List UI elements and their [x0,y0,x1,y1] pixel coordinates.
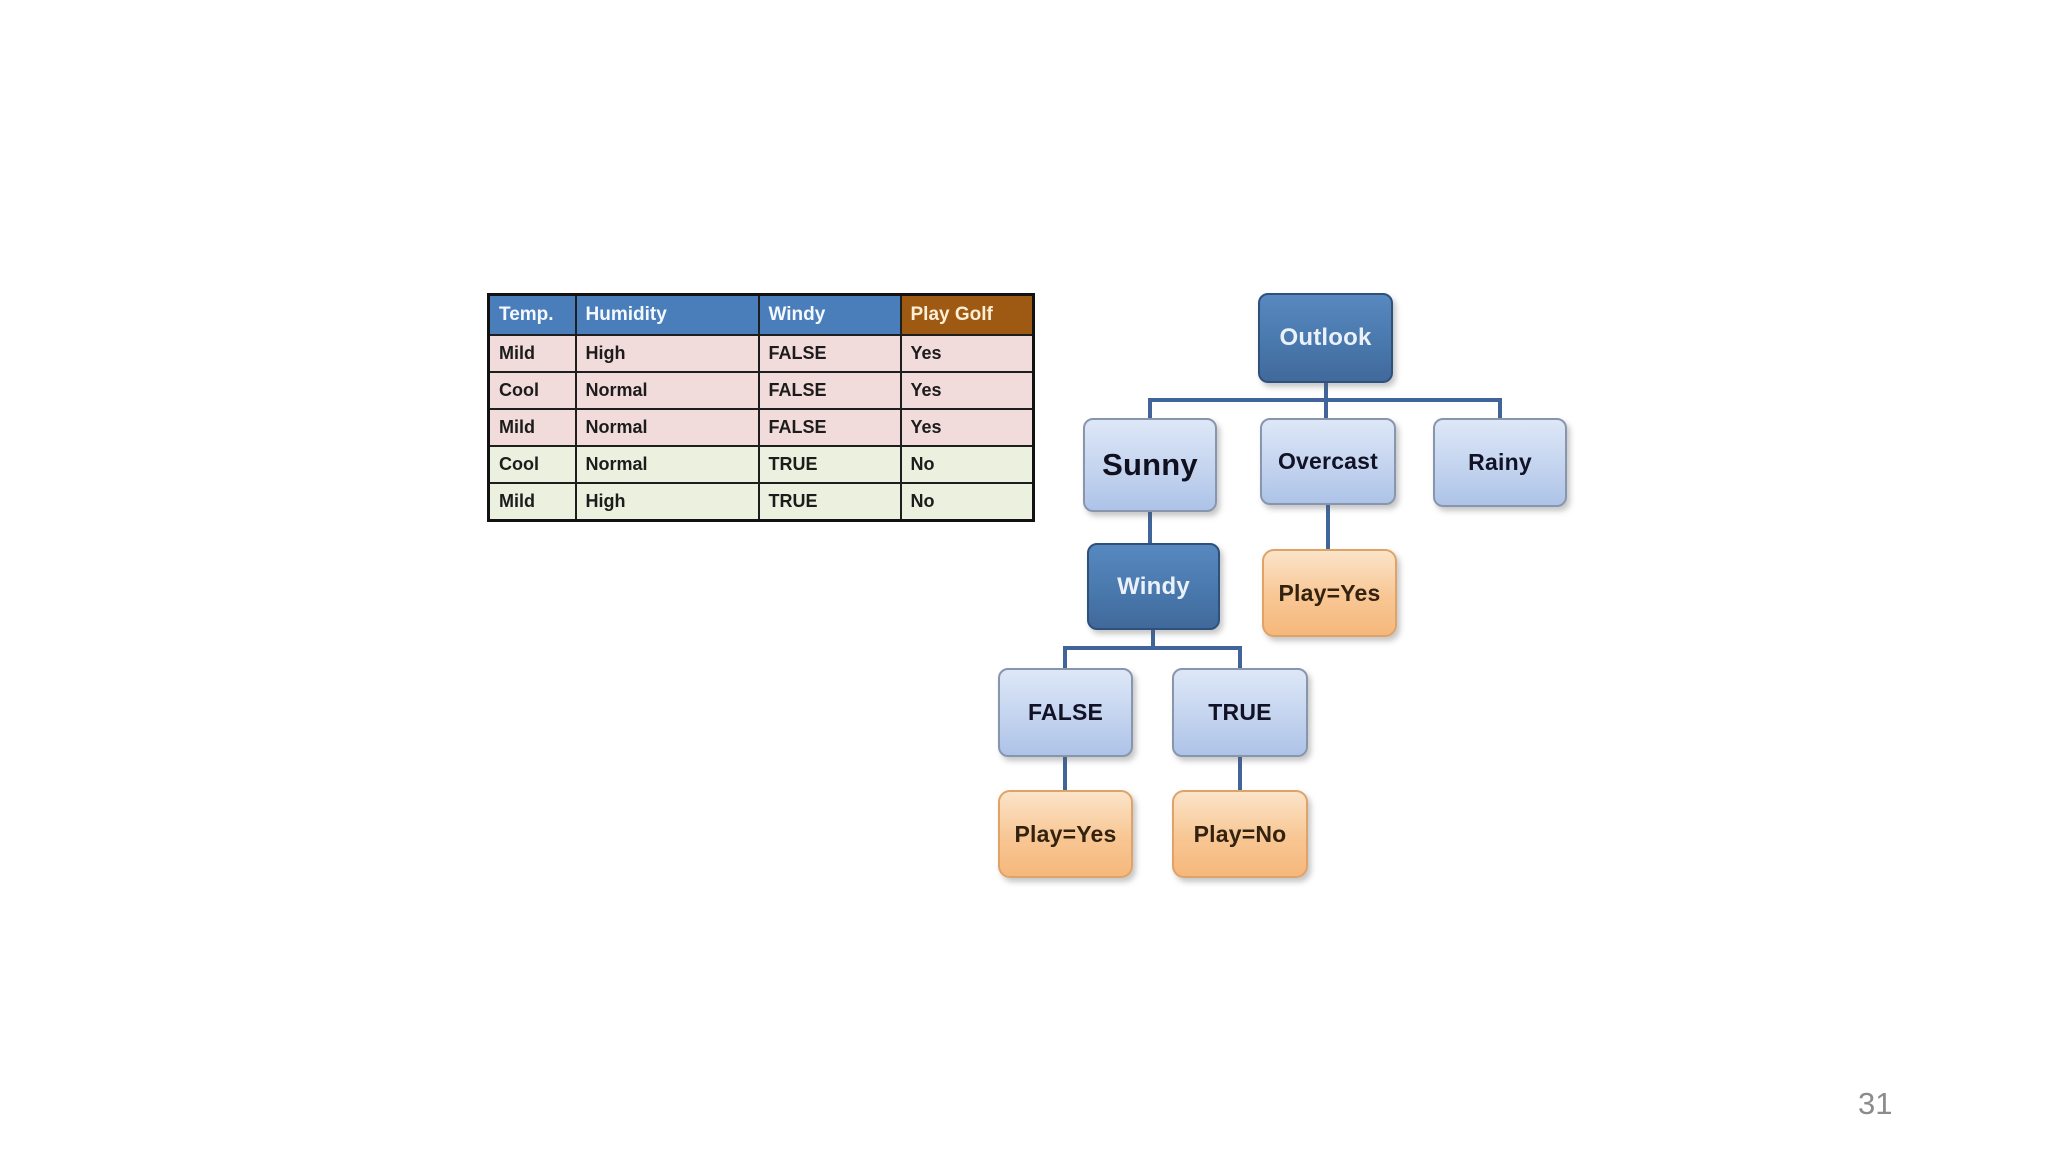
connector-overcast-playyes [1326,503,1330,549]
column-header-temp: Temp. [487,293,577,336]
table-row: Cool Normal TRUE No [487,445,1035,484]
cell-windy: FALSE [757,408,902,447]
cell-play: Yes [899,371,1035,410]
tree-node-sunny: Sunny [1083,418,1217,512]
cell-temp: Mild [487,482,577,522]
cell-humidity: Normal [574,445,760,484]
cell-windy: FALSE [757,334,902,373]
play-golf-table: Temp. Humidity Windy Play Golf Mild High… [487,293,1035,522]
connector-sunny-stub [1148,398,1152,418]
cell-play: Yes [899,334,1035,373]
tree-node-rainy: Rainy [1433,418,1567,507]
connector-rainy-stub [1498,398,1502,418]
tree-node-play-no-true: Play=No [1172,790,1308,878]
tree-node-play-yes-false: Play=Yes [998,790,1133,878]
table-row: Mild High TRUE No [487,482,1035,522]
cell-humidity: High [574,482,760,522]
slide-page-number: 31 [1858,1086,1893,1121]
table-header-row: Temp. Humidity Windy Play Golf [487,293,1035,336]
cell-temp: Cool [487,371,577,410]
table-row: Mild High FALSE Yes [487,334,1035,373]
connector-windy-down [1151,628,1155,650]
table-row: Mild Normal FALSE Yes [487,408,1035,447]
tree-node-outlook: Outlook [1258,293,1393,383]
column-header-humidity: Humidity [574,293,760,336]
cell-play: Yes [899,408,1035,447]
column-header-windy: Windy [757,293,902,336]
cell-temp: Mild [487,408,577,447]
connector-level1-horizontal [1148,398,1502,402]
connector-level2-horizontal [1063,646,1242,650]
cell-humidity: Normal [574,371,760,410]
cell-play: No [899,482,1035,522]
connector-true-stub [1238,646,1242,670]
connector-false-playyes [1063,755,1067,792]
tree-node-false: FALSE [998,668,1133,757]
tree-node-overcast: Overcast [1260,418,1396,505]
connector-true-playno [1238,755,1242,792]
cell-humidity: Normal [574,408,760,447]
cell-temp: Cool [487,445,577,484]
connector-false-stub [1063,646,1067,670]
tree-node-play-yes-overcast: Play=Yes [1262,549,1397,637]
cell-humidity: High [574,334,760,373]
cell-play: No [899,445,1035,484]
tree-node-windy: Windy [1087,543,1220,630]
cell-windy: TRUE [757,445,902,484]
column-header-play-golf: Play Golf [899,293,1035,336]
table-row: Cool Normal FALSE Yes [487,371,1035,410]
tree-node-true: TRUE [1172,668,1308,757]
connector-sunny-windy [1148,509,1152,545]
cell-temp: Mild [487,334,577,373]
cell-windy: FALSE [757,371,902,410]
cell-windy: TRUE [757,482,902,522]
